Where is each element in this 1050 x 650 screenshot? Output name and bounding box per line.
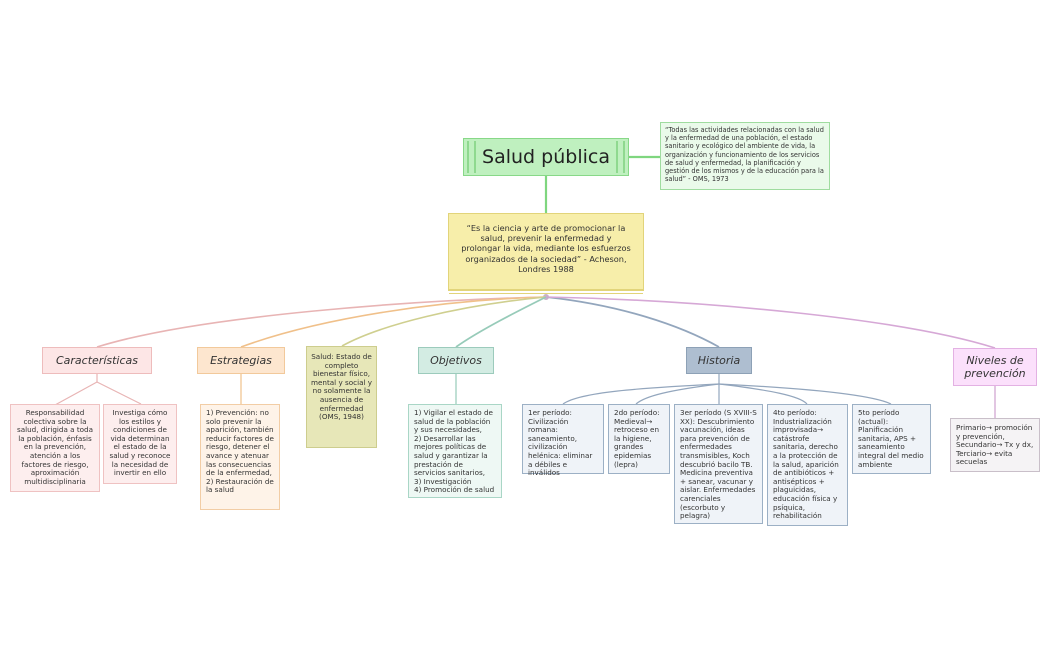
central-topic-label: Salud pública xyxy=(482,146,610,168)
definition-node[interactable]: “Es la ciencia y arte de promocionar la … xyxy=(448,213,644,294)
topic-historia-label: Historia xyxy=(697,354,741,367)
salud-definition-node[interactable]: Salud: Estado de completo bienestar físi… xyxy=(306,346,377,448)
topic-estrategias-label: Estrategias xyxy=(210,354,272,367)
caracteristicas-item-1[interactable]: Responsabilidad colectiva sobre la salud… xyxy=(10,404,100,492)
central-topic-title[interactable]: Salud pública xyxy=(463,138,629,176)
historia-item-3[interactable]: 3er período (S XVIII-S XX): Descubrimien… xyxy=(674,404,763,524)
oms-definition-node[interactable]: “Todas las actividades relacionadas con … xyxy=(660,122,830,190)
historia-item-5[interactable]: 5to período (actual): Planificación sani… xyxy=(852,404,931,474)
topic-caracteristicas-label: Características xyxy=(55,354,138,367)
topic-historia[interactable]: Historia xyxy=(686,347,752,374)
topic-niveles-label: Niveles de prevención xyxy=(964,354,1026,380)
topic-estrategias[interactable]: Estrategias xyxy=(197,347,285,374)
historia-item-4[interactable]: 4to período: Industrialización improvisa… xyxy=(767,404,848,526)
topic-objetivos-label: Objetivos xyxy=(430,354,482,367)
topic-niveles-prevencion[interactable]: Niveles de prevención xyxy=(953,348,1037,386)
caracteristicas-item-2[interactable]: Investiga cómo los estilos y condiciones… xyxy=(103,404,177,484)
topic-caracteristicas[interactable]: Características xyxy=(42,347,152,374)
topic-objetivos[interactable]: Objetivos xyxy=(418,347,494,374)
historia-item-2[interactable]: 2do período: Medieval→ retroceso en la h… xyxy=(608,404,670,474)
historia-item-1[interactable]: 1er período: Civilización romana: saneam… xyxy=(522,404,604,477)
niveles-item-1[interactable]: Primario→ promoción y prevención, Secund… xyxy=(950,418,1040,472)
estrategias-item-1[interactable]: 1) Prevención: no solo prevenir la apari… xyxy=(200,404,280,510)
objetivos-item-1[interactable]: 1) Vigilar el estado de salud de la pobl… xyxy=(408,404,502,498)
